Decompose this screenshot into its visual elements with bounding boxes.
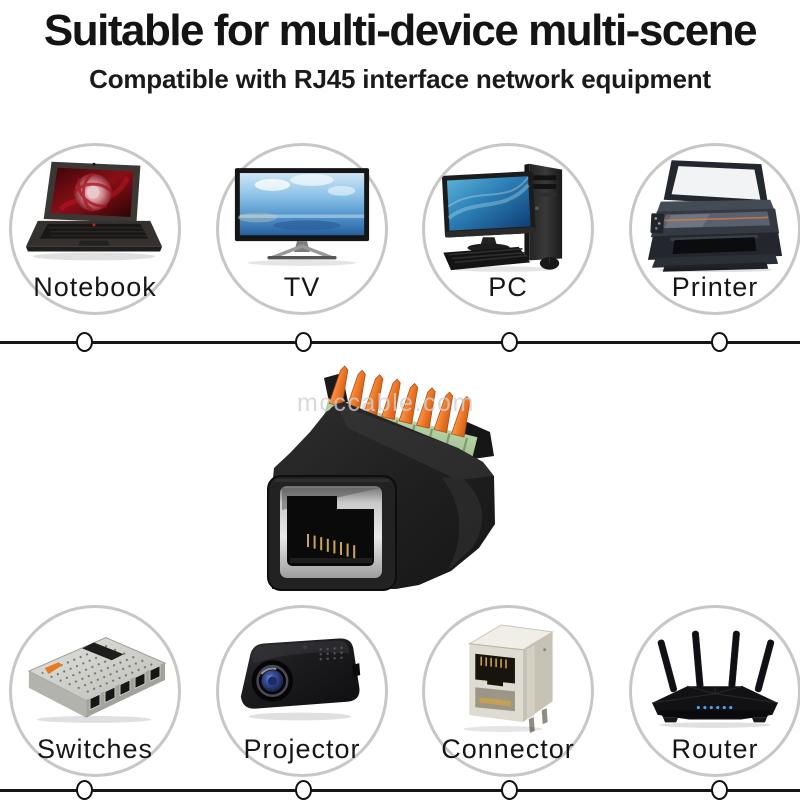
device-circle-notebook: Notebook: [9, 143, 181, 315]
device-circle-switches: Switches: [9, 605, 181, 777]
device-circle-router: Router: [629, 605, 800, 777]
top-connector-line: [0, 332, 800, 352]
line-node: [501, 780, 518, 800]
notebook-icon: [21, 158, 169, 272]
line-node: [76, 780, 93, 800]
line-node: [711, 332, 728, 352]
projector-icon: [228, 620, 376, 734]
device-label: Router: [671, 734, 759, 764]
line-node: [76, 332, 93, 352]
device-label: Switches: [36, 734, 154, 764]
printer-icon: [641, 158, 789, 272]
device-circle-tv: TV: [216, 143, 388, 315]
rj45-adapter-product: [262, 358, 502, 594]
pc-icon: [434, 158, 582, 272]
tv-icon: [228, 158, 376, 272]
line-node: [501, 332, 518, 352]
line-node: [711, 780, 728, 800]
device-label: Printer: [671, 272, 759, 302]
router-icon: [641, 620, 789, 734]
device-label: Notebook: [33, 272, 157, 302]
device-circle-connector: Connector: [422, 605, 594, 777]
poster-subtitle: Compatible with RJ45 interface network e…: [89, 64, 711, 94]
device-circle-pc: PC: [422, 143, 594, 315]
device-label: Projector: [243, 734, 361, 764]
watermark-text: mcccable.com: [297, 389, 475, 417]
device-circle-projector: Projector: [216, 605, 388, 777]
bottom-connector-line: [0, 780, 800, 800]
device-label: TV: [283, 272, 321, 302]
poster-title: Suitable for multi-device multi-scene: [43, 6, 758, 55]
line-node: [295, 780, 312, 800]
device-circle-printer: Printer: [629, 143, 800, 315]
switch-icon: [21, 620, 169, 734]
line-node: [295, 332, 312, 352]
device-label: Connector: [441, 734, 575, 764]
rj45-connector-icon: [434, 620, 582, 734]
device-label: PC: [488, 272, 528, 302]
